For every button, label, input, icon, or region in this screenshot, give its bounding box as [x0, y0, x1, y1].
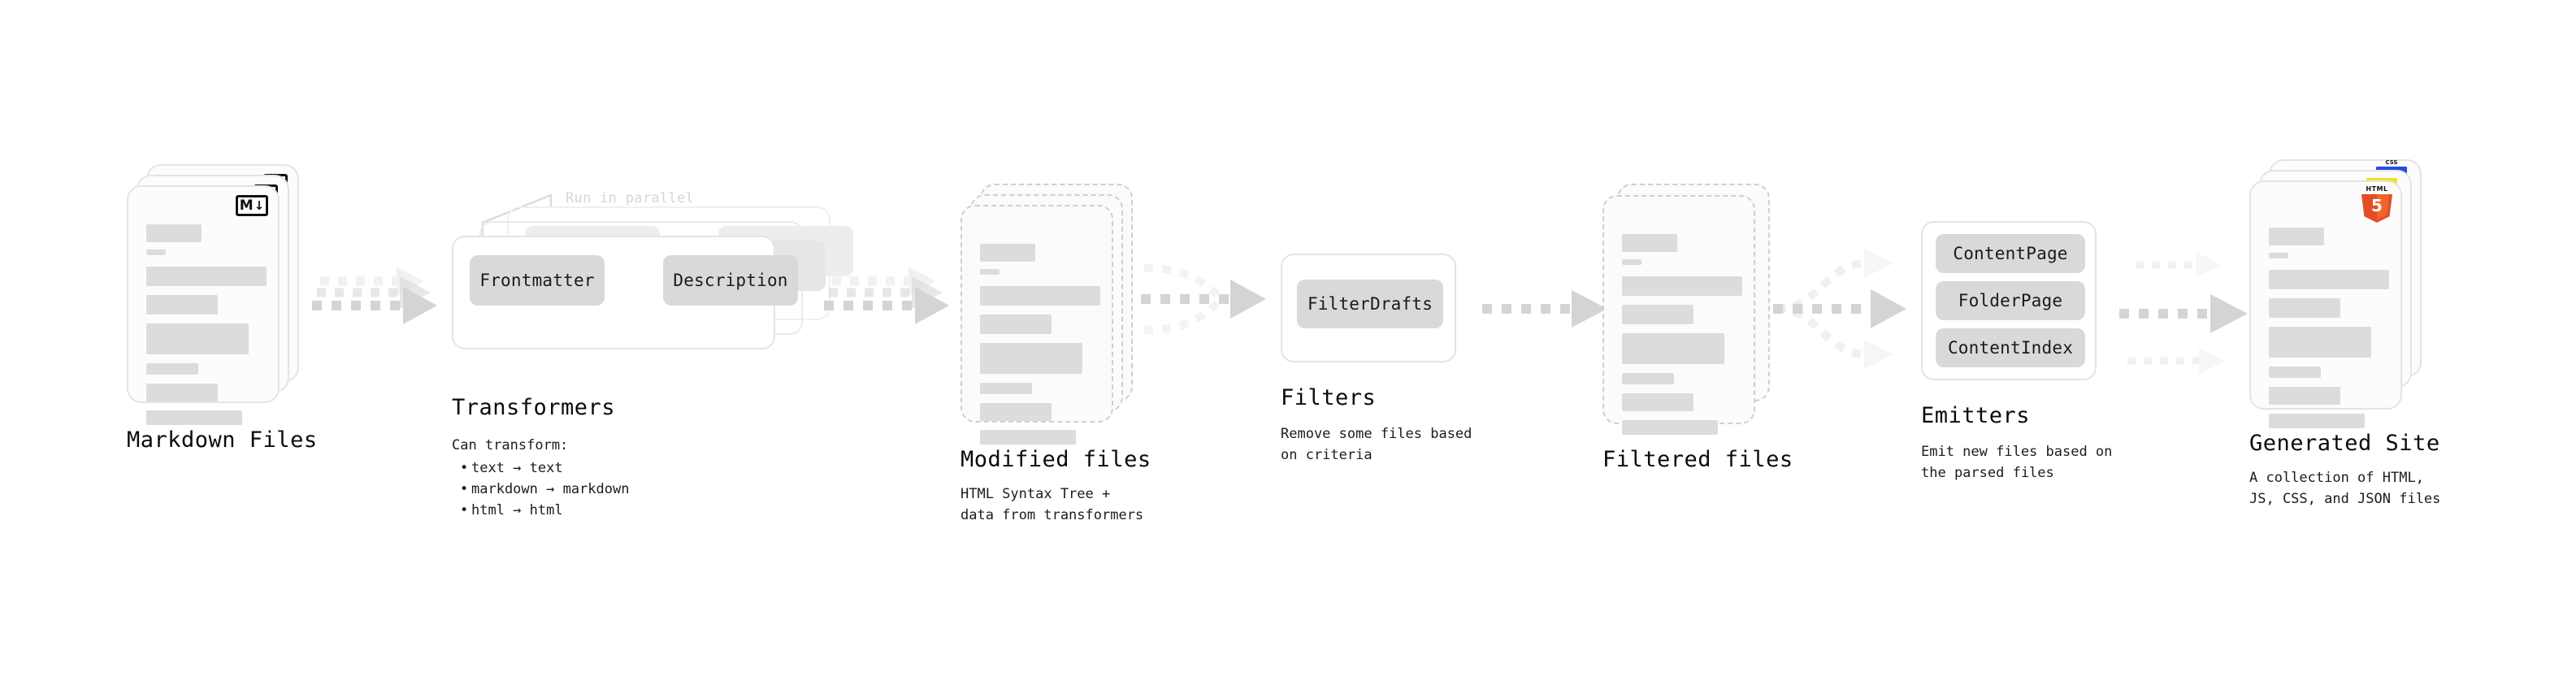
emitters-group: ContentPage FolderPage ContentIndex [1921, 221, 2097, 380]
caption-transformers: Transformers [452, 395, 616, 420]
emitters-subtitle: Emit new files based on the parsed files [1921, 444, 2113, 481]
modified-sheet-front [961, 205, 1113, 445]
plugin-contentpage[interactable]: ContentPage [1936, 234, 2085, 273]
generated-site-subtitle: A collection of HTML, JS, CSS, and JSON … [2249, 470, 2441, 507]
document-placeholder-bars [2269, 228, 2389, 436]
run-in-parallel-label: Run in parallel [566, 190, 695, 206]
site-sheet-front: HTML 5 [2249, 180, 2402, 428]
css-icon-label: CSS [2385, 159, 2398, 166]
transformer-card-front: Frontmatter Description [452, 236, 798, 349]
caption-emitters: Emitters [1921, 403, 2031, 428]
filtered-sheet-front [1602, 195, 1755, 435]
filtered-file-stack [1602, 184, 1775, 435]
capability-item: markdown → markdown [460, 479, 834, 500]
transformer-card-stack: Frontmatter Description [452, 206, 853, 369]
capability-item: html → html [460, 500, 834, 521]
html5-icon-label: HTML [2366, 185, 2388, 193]
arrow-emitters-to-site [2118, 237, 2264, 375]
markdown-file-stack: M↓ M↓ M↓ [127, 164, 299, 425]
stage-markdown-files: M↓ M↓ M↓ [127, 164, 318, 453]
document-placeholder-bars [1622, 234, 1742, 442]
stage-filtered-files: Filtered files [1602, 184, 1793, 472]
plugin-description[interactable]: Description [663, 255, 798, 306]
caption-filters: Filters [1281, 385, 1377, 410]
stage-modified-files: Modified files HTML Syntax Tree + data f… [961, 184, 1151, 526]
html5-icon: HTML 5 [2361, 185, 2392, 223]
stage-filters: FilterDrafts Filters Remove some files b… [1281, 254, 1472, 466]
stage-generated-site: CSS HTML 5 [2249, 159, 2440, 510]
arrow-filtered-to-emitters [1772, 244, 1926, 374]
document-placeholder-bars [980, 244, 1100, 452]
filters-subtitle: Remove some files based on criteria [1281, 426, 1472, 463]
transformers-intro: Can transform: [452, 437, 569, 453]
generated-site-stack: CSS HTML 5 [2249, 159, 2422, 428]
modified-file-stack [961, 184, 1133, 445]
caption-filtered-files: Filtered files [1602, 447, 1793, 472]
capability-item: text → text [460, 458, 834, 479]
plugin-folderpage[interactable]: FolderPage [1936, 281, 2085, 320]
caption-generated-site: Generated Site [2249, 431, 2440, 456]
plugin-filterdrafts[interactable]: FilterDrafts [1297, 280, 1443, 328]
caption-markdown-files: Markdown Files [127, 427, 318, 453]
arrow-markdown-to-transformers [309, 260, 447, 349]
caption-modified-files: Modified files [961, 447, 1151, 472]
arrow-transformers-to-modified [821, 260, 959, 349]
document-placeholder-bars [146, 224, 267, 432]
arrow-modified-to-filters [1138, 254, 1284, 359]
html5-icon-digit: 5 [2371, 196, 2383, 215]
markdown-sheet-front: M↓ [127, 185, 280, 425]
arrow-filters-to-filtered [1479, 283, 1617, 348]
plugin-contentindex[interactable]: ContentIndex [1936, 328, 2085, 367]
stage-transformers: Run in parallel Frontmatter Descriptio [452, 190, 853, 521]
filters-group: FilterDrafts [1281, 254, 1456, 362]
stage-emitters: ContentPage FolderPage ContentIndex Emit… [1921, 221, 2112, 484]
plugin-frontmatter[interactable]: Frontmatter [470, 255, 605, 306]
transformers-capability-list: text → text markdown → markdown html → h… [460, 458, 834, 521]
modified-files-subtitle: HTML Syntax Tree + data from transformer… [961, 486, 1144, 523]
markdown-logo-icon: M↓ [236, 195, 268, 216]
